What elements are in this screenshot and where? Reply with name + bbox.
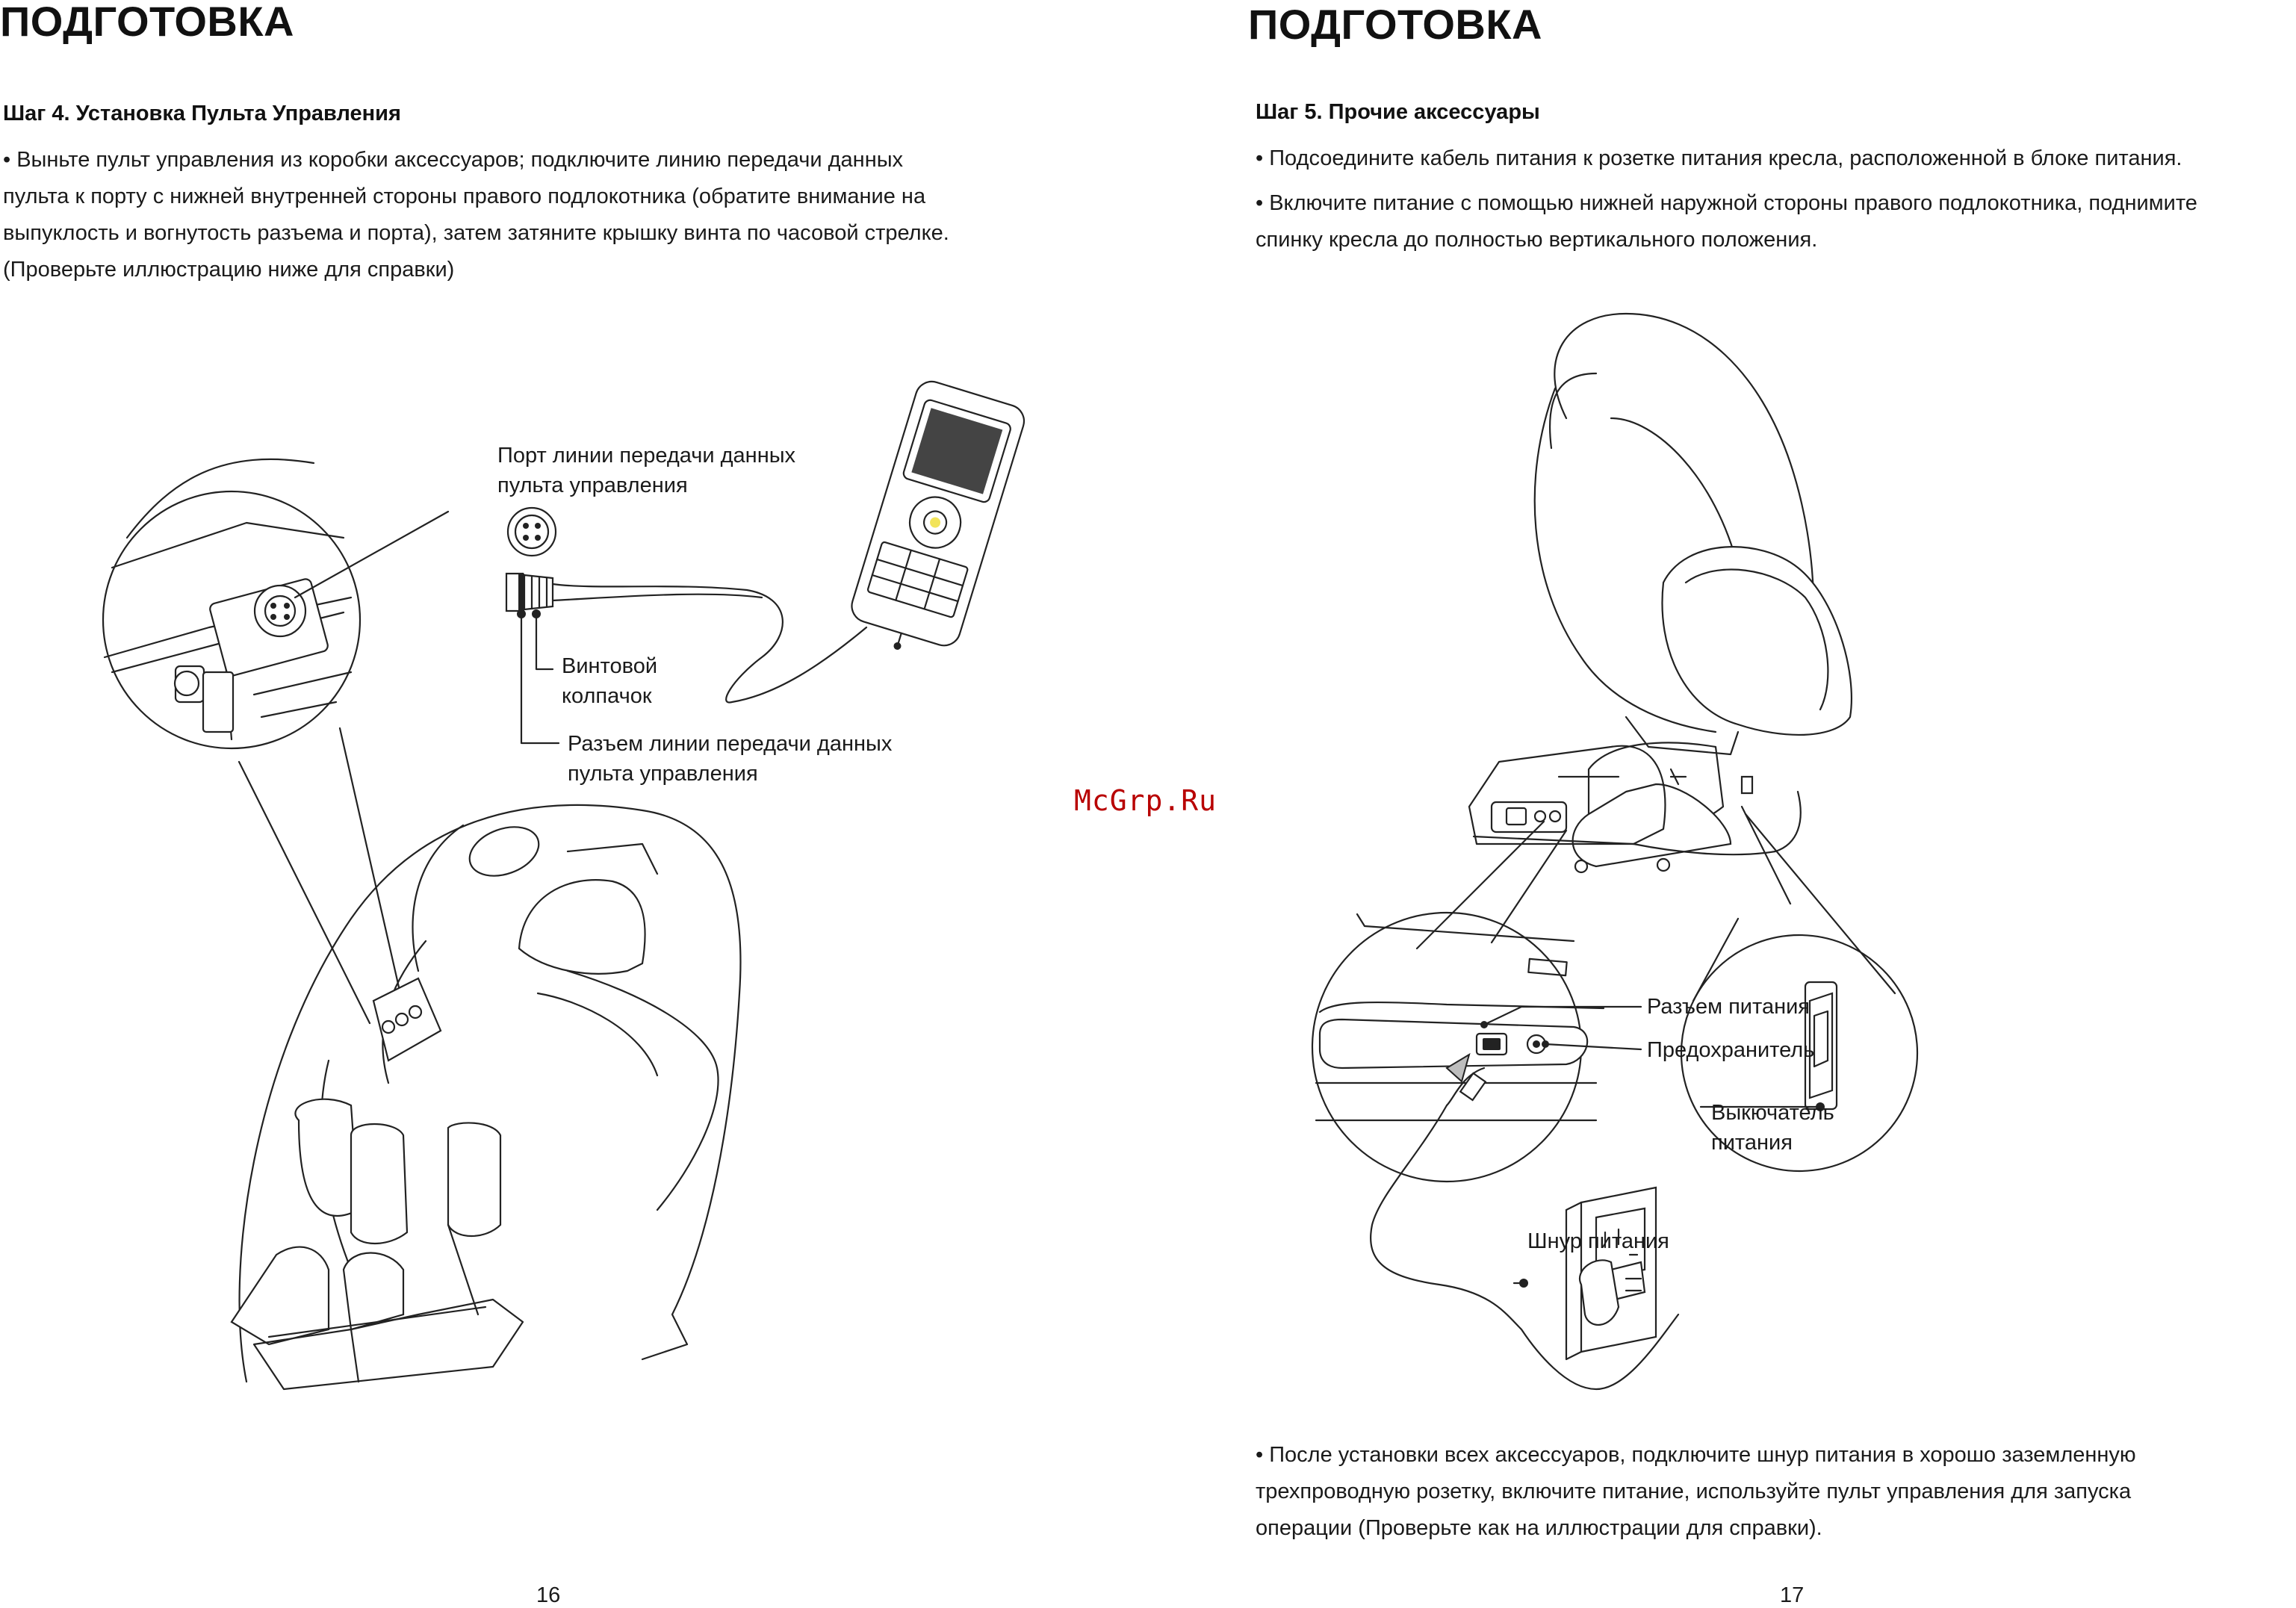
- left-page: ПОДГОТОВКА Шаг 4. Установка Пульта Управ…: [0, 0, 1148, 1607]
- paragraph-line: выпуклость и вогнутость разъема и порта)…: [3, 221, 949, 245]
- watermark: McGrp.Ru: [1074, 784, 1217, 817]
- remote-control-illustration: [843, 378, 1028, 651]
- massage-chair-front-illustration: [232, 805, 740, 1389]
- wall-outlet-illustration: [1566, 1188, 1656, 1359]
- paragraph-line: • Выньте пульт управления из коробки акс…: [3, 148, 904, 172]
- screw-cap-label-line2: колпачок: [562, 684, 652, 708]
- remote-installation-illustration: [0, 0, 1148, 1607]
- port-label: Порт линии передачи данных пульта управл…: [497, 441, 795, 500]
- port-label-line1: Порт линии передачи данных: [497, 444, 796, 468]
- power-switch-label: Выкючатель питания: [1711, 1098, 1834, 1158]
- right-page: ПОДГОТОВКА Шаг 5. Прочие аксессуары • По…: [1148, 0, 2296, 1607]
- footer-paragraph: • После установки всех аксессуаров, подк…: [1256, 1437, 2286, 1547]
- paragraph-line: операции (Проверьте как на иллюстрации д…: [1256, 1516, 1822, 1540]
- connector-label-line2: пульта управления: [568, 762, 758, 786]
- power-socket-zoom-illustration: [1312, 913, 1678, 1389]
- connector-label: Разъем линии передачи данных пульта упра…: [568, 729, 892, 789]
- paragraph-line: трехпроводную розетку, включите питание,…: [1256, 1480, 2132, 1503]
- instruction-paragraph: • Выньте пульт управления из коробки акс…: [3, 142, 1123, 288]
- step-heading: Шаг 5. Прочие аксессуары: [1256, 100, 1540, 124]
- port-zoom-circle: [103, 459, 448, 1023]
- screw-cap-label: Винтовой колпачок: [562, 651, 657, 711]
- page-number: 16: [536, 1583, 561, 1607]
- power-cord-label: Шнур питания: [1527, 1229, 1669, 1253]
- power-connection-illustration: [1148, 0, 2296, 1607]
- paragraph-line: (Проверьте иллюстрацию ниже для справки): [3, 258, 455, 282]
- power-switch-label-line2: питания: [1711, 1131, 1793, 1155]
- connector-plug-illustration: [506, 508, 866, 743]
- paragraph-line: спинку кресла до полностью вертикального…: [1256, 228, 1818, 252]
- paragraph-line: • После установки всех аксессуаров, подк…: [1256, 1443, 2136, 1467]
- power-switch-zoom-illustration: [1681, 919, 1917, 1171]
- paragraph-line: • Включите питание с помощью нижней нару…: [1256, 191, 2197, 215]
- instruction-paragraph-2: • Включите питание с помощью нижней нару…: [1256, 185, 2286, 258]
- page-title: ПОДГОТОВКА: [1248, 1, 1542, 48]
- massage-chair-side-illustration: [1469, 314, 1852, 872]
- paragraph-line: пульта к порту с нижней внутренней сторо…: [3, 184, 926, 208]
- step-heading: Шаг 4. Установка Пульта Управления: [3, 102, 401, 125]
- screw-cap-label-line1: Винтовой: [562, 654, 658, 678]
- power-switch-label-line1: Выкючатель: [1711, 1101, 1834, 1125]
- instruction-paragraph-1: • Подсоедините кабель питания к розетке …: [1256, 146, 2182, 170]
- page-title: ПОДГОТОВКА: [0, 0, 294, 45]
- fuse-label: Предохранитель: [1647, 1038, 1815, 1062]
- power-socket-label: Разъем питания: [1647, 995, 1810, 1019]
- connector-label-line1: Разъем линии передачи данных: [568, 732, 893, 756]
- port-label-line2: пульта управления: [497, 474, 688, 497]
- page-number: 17: [1780, 1583, 1805, 1607]
